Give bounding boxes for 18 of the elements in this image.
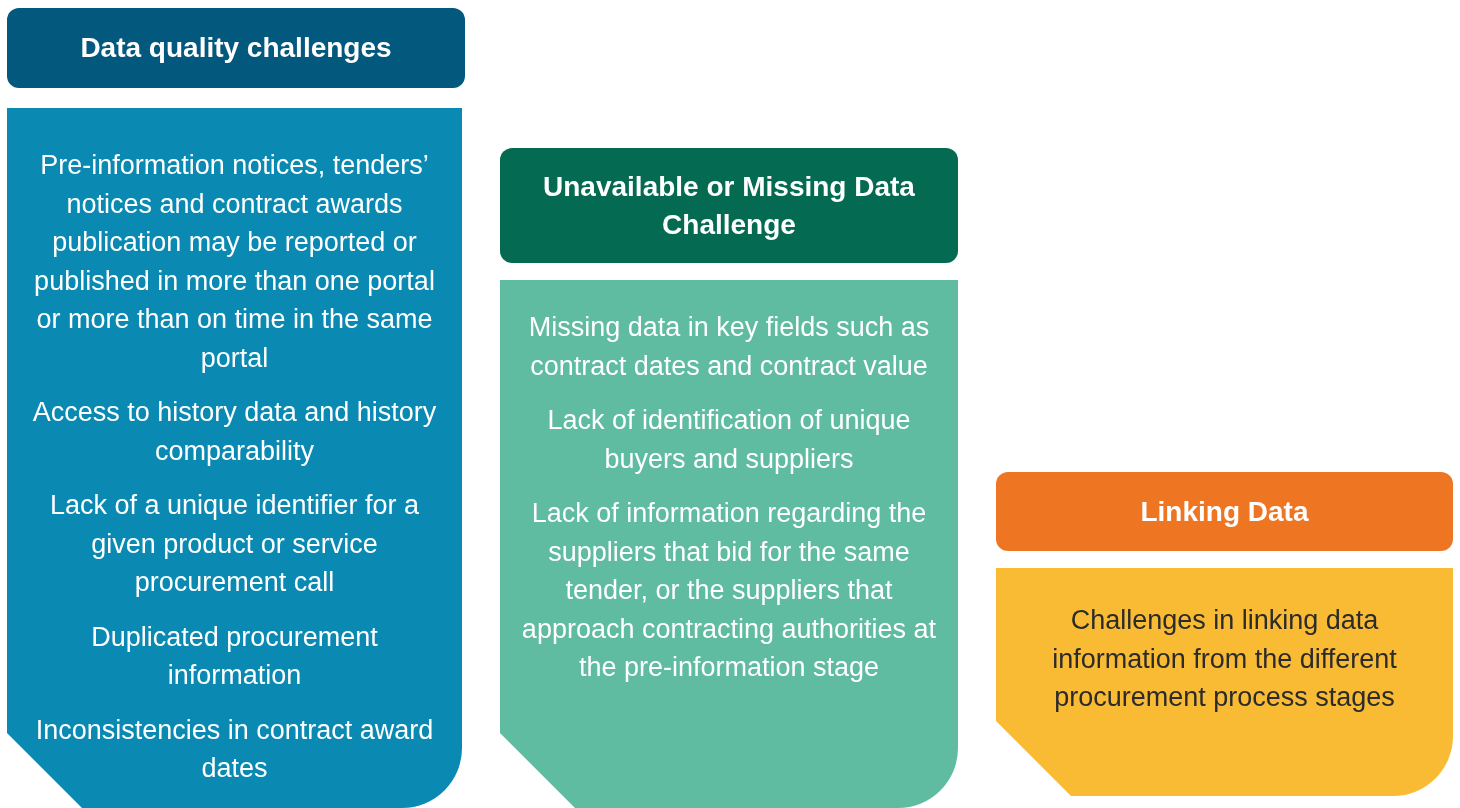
category-header bbox=[7, 8, 465, 88]
category-panel bbox=[7, 108, 462, 808]
challenge-text: Access to history data and history comparability bbox=[31, 396, 438, 468]
header-title: Linking Data bbox=[1140, 494, 1309, 529]
challenge-text: Inconsistencies in contract award dates bbox=[34, 713, 435, 785]
category-panel bbox=[500, 280, 958, 808]
category-header bbox=[500, 148, 958, 263]
challenge-text: Lack of information regarding the suppliers that bid for the same tender, or the suppliers that approach contracting authorities at the pre-information stage bbox=[520, 497, 938, 684]
challenge-text: Lack of a unique identifier for a given product or service procurement call bbox=[48, 489, 421, 599]
challenge-text: Missing data in key fields such as contract dates and contract value bbox=[527, 311, 931, 383]
challenge-text: Lack of identification of unique buyers and suppliers bbox=[546, 404, 912, 476]
challenge-text: Pre-information notices, tenders’ notices and contract awards publication may be reported or published in more than one portal or more than on time in the same portal bbox=[33, 149, 436, 375]
challenge-text: Duplicated procurement information bbox=[90, 620, 379, 692]
header-title: Data quality challenges bbox=[80, 31, 392, 65]
category-header bbox=[996, 472, 1453, 551]
challenge-text: Challenges in linking data information from the different procurement process stages bbox=[1051, 604, 1398, 714]
category-panel bbox=[996, 568, 1453, 796]
header-title: Unavailable or Missing Data Challenge bbox=[542, 169, 916, 242]
